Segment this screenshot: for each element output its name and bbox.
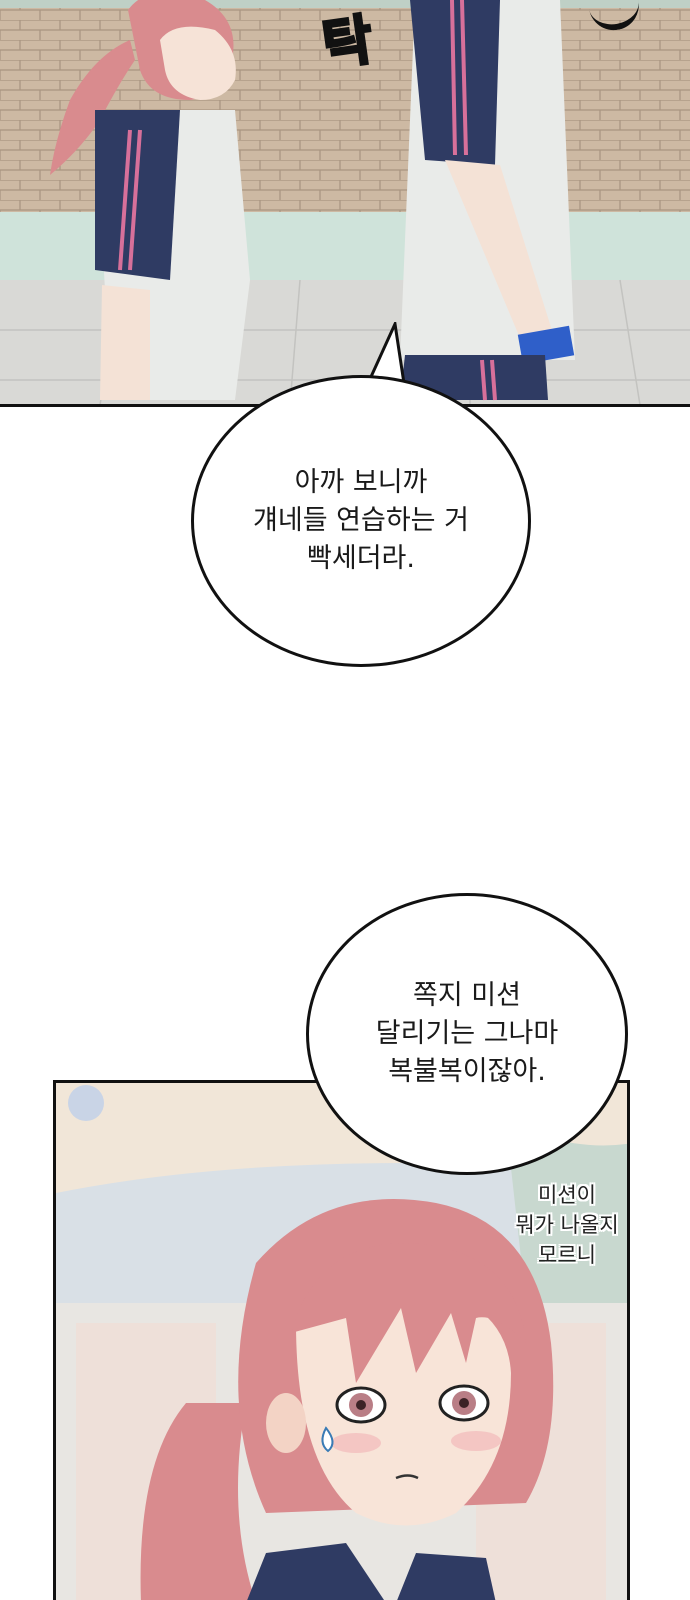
bubble-2-line-3: 복불복이잖아. bbox=[388, 1056, 546, 1087]
narration-1-line-3: 모르니 bbox=[538, 1243, 596, 1267]
scene-illustration-top bbox=[0, 0, 690, 405]
speech-bubble-2: 쪽지 미션 달리기는 그나마 복불복이잖아. bbox=[306, 893, 628, 1175]
narration-1-line-2: 뭐가 나올지 bbox=[515, 1213, 619, 1237]
bubble-1-line-3: 빡세더라. bbox=[307, 543, 415, 574]
bubble-1-line-2: 걔네들 연습하는 거 bbox=[253, 505, 469, 536]
sfx-tak: 탁 bbox=[317, 6, 378, 78]
speech-bubble-1: 아까 보니까 걔네들 연습하는 거 빡세더라. bbox=[191, 375, 531, 667]
scene-illustration-bottom bbox=[56, 1083, 627, 1600]
bubble-2-line-1: 쪽지 미션 bbox=[413, 980, 521, 1011]
panel-top-scene: 탁 bbox=[0, 0, 690, 405]
panel-bottom-scene bbox=[53, 1080, 630, 1600]
bubble-2-line-2: 달리기는 그나마 bbox=[375, 1018, 559, 1049]
narration-1-line-1: 미션이 bbox=[538, 1183, 596, 1207]
narration-1: 미션이 뭐가 나올지 모르니 bbox=[472, 1180, 662, 1270]
bubble-1-line-1: 아까 보니까 bbox=[294, 467, 428, 498]
